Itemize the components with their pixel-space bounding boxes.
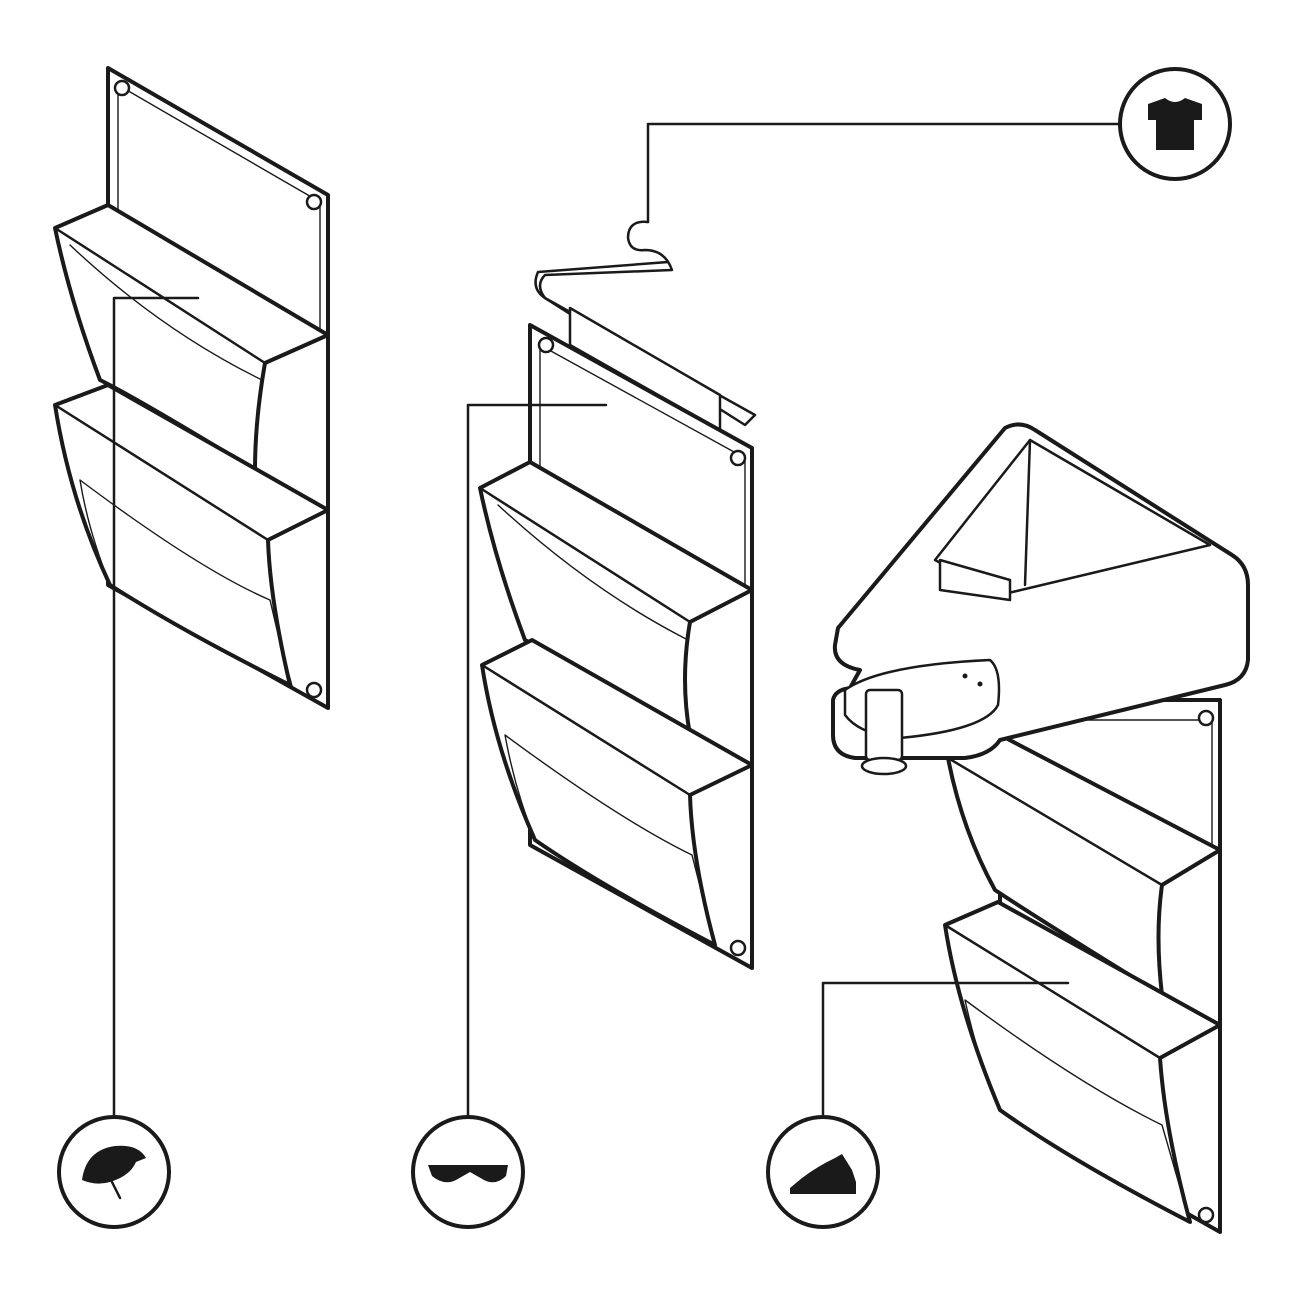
mesh-panel — [79, 479, 291, 686]
pocket-rim — [53, 226, 267, 365]
grommet — [305, 681, 323, 699]
hanger — [534, 220, 757, 427]
shirt-icon-badge — [1118, 67, 1232, 181]
leader-line-sunglasses — [466, 403, 608, 1122]
organizer-left — [53, 66, 330, 1122]
helmet-icon — [82, 1145, 146, 1184]
mesh-panel — [504, 734, 716, 946]
pocket-rim — [946, 756, 1164, 887]
grommet — [537, 336, 555, 354]
clamp-dot — [977, 681, 983, 687]
pocket-rim — [943, 923, 1162, 1060]
helmet-icon-badge — [57, 1115, 171, 1229]
grommet — [305, 193, 323, 211]
pocket-rim — [53, 403, 270, 542]
sunglasses-icon-badge — [411, 1115, 525, 1229]
shirt-icon — [1148, 98, 1202, 150]
leader-line-shirt — [646, 122, 1122, 224]
pocket-upper — [946, 733, 1222, 997]
grommet — [729, 939, 747, 957]
leader-line-helmet — [112, 296, 200, 1122]
grommet — [1197, 709, 1215, 727]
shoe-icon-badge — [766, 1115, 880, 1229]
helmet-strap — [110, 1180, 122, 1200]
organizer-right — [821, 422, 1250, 1234]
grommet — [729, 449, 747, 467]
clamp-inner-edge — [1023, 438, 1032, 587]
clamp-dot — [962, 673, 968, 679]
pocket-crease — [497, 504, 689, 641]
clamp-screw — [864, 688, 904, 762]
mesh-panel — [964, 999, 1191, 1223]
clamp-slot — [938, 558, 1012, 602]
organizer-middle — [466, 122, 1122, 1122]
pocket-crease — [69, 244, 263, 381]
grommet — [113, 79, 131, 97]
pocket-rim — [480, 663, 692, 797]
shoe-icon — [790, 1154, 856, 1194]
pocket-rim — [478, 486, 692, 624]
grommet — [1197, 1206, 1215, 1224]
sunglasses-icon — [428, 1165, 508, 1183]
pocket-side — [266, 538, 294, 690]
clamp-screw-base — [860, 756, 908, 776]
leader-line-shoe — [821, 981, 1070, 1124]
